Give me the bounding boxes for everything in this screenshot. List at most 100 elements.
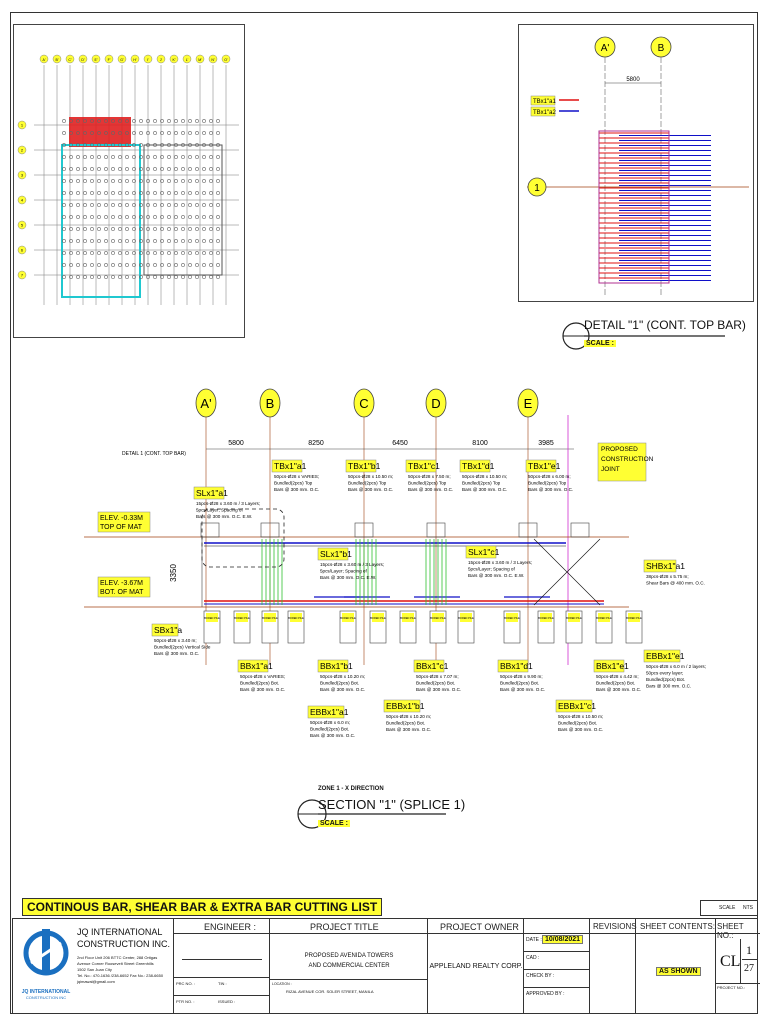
bar-tag-box	[525, 459, 557, 473]
plan-pile-mark	[181, 119, 185, 123]
pile-label: BORED PILE	[370, 616, 386, 620]
bar-note: Bars @ 300 mm. O.C. E.W.	[468, 573, 524, 578]
detail1-dim: 5800	[626, 77, 640, 83]
plan-pile-mark	[188, 251, 192, 255]
pile-label: BORED PILE	[566, 616, 582, 620]
detail1-row-bubble	[527, 177, 547, 197]
plan-pile-mark	[146, 215, 150, 219]
plan-pile-mark	[104, 191, 108, 195]
plan-pile-mark	[216, 215, 220, 219]
plan-pile-mark	[174, 191, 178, 195]
elevation-label: TOP OF MAT	[100, 524, 143, 531]
bar-note: Bars @ 300 mm. O.C. E.W.	[320, 575, 376, 580]
plan-pile-mark	[125, 119, 129, 123]
pile-label: BORED PILE	[538, 616, 554, 620]
bar-tag-box	[405, 459, 437, 473]
plan-pile-mark	[188, 143, 192, 147]
bar-note: Bundled(2pcs) Bot.	[596, 681, 635, 686]
plan-grid-bubble	[195, 54, 205, 64]
bar-note: 15pcs-Ø28 x 3.60 m / 3 Layers;	[196, 501, 260, 506]
plan-pile-mark	[125, 251, 129, 255]
bar-tag-box	[643, 649, 681, 663]
plan-pile-mark	[153, 263, 157, 267]
bar-tag-box	[555, 699, 593, 713]
plan-pile-mark	[83, 131, 87, 135]
plan-pile-mark	[62, 155, 66, 159]
plan-pile-mark	[174, 275, 178, 279]
bar-note: 15pcs-Ø28 x 3.60 m / 3 Layers;	[468, 560, 532, 565]
plan-pile-mark	[174, 131, 178, 135]
bar-note: Bars @ 300 mm. O.C. E.W.	[196, 514, 252, 519]
section-grid-label: A'	[200, 396, 211, 411]
bar-note: 5pcs/Layer; Spacing of	[320, 569, 367, 574]
section-grid-bubble	[425, 388, 447, 418]
plan-pile-mark	[209, 119, 213, 123]
plan-grid-label: 1	[21, 123, 24, 128]
plan-pile-mark	[195, 275, 199, 279]
plan-pile-mark	[188, 131, 192, 135]
plan-pile-mark	[90, 239, 94, 243]
plan-pile-mark	[111, 239, 115, 243]
bar-tag-box	[317, 547, 349, 561]
plan-grid-bubble	[143, 54, 153, 64]
plan-pile-mark	[202, 155, 206, 159]
plan-pile-mark	[69, 167, 73, 171]
location-label: LOCATION :	[272, 982, 292, 986]
plan-pile-mark	[132, 251, 136, 255]
plan-grid-label: M'	[198, 58, 202, 62]
plan-pile-mark	[153, 227, 157, 231]
bar-note: Bars @ 300 mm. O.C.	[462, 487, 507, 492]
plan-pile-mark	[195, 263, 199, 267]
plan-pile-mark	[118, 203, 122, 207]
plan-grid-label: 5	[21, 223, 24, 228]
plan-pile-mark	[216, 251, 220, 255]
plan-pile-mark	[69, 191, 73, 195]
plan-grid-bubble	[117, 54, 127, 64]
plan-pile-mark	[62, 275, 66, 279]
joint-label-box	[597, 442, 647, 482]
pile-label: BORED PILE	[504, 616, 520, 620]
plan-pile-mark	[111, 119, 115, 123]
plan-pile-mark	[104, 131, 108, 135]
pile-label: BORED PILE	[288, 616, 304, 620]
plan-pile-mark	[160, 167, 164, 171]
bar-note: 50pcs-Ø28 x 3.40 m;	[154, 638, 197, 643]
revisions-label: REVISIONS	[593, 922, 637, 931]
plan-pile-mark	[160, 215, 164, 219]
plan-pile-mark	[216, 239, 220, 243]
plan-pile-mark	[195, 131, 199, 135]
bar-note: 50pcs-Ø28 x 9.90 m;	[500, 674, 543, 679]
project-title-cell: PROJECT TITLE PROPOSED AVENIDA TOWERS AN…	[269, 919, 428, 1013]
section-dim: 5800	[228, 440, 244, 447]
plan-pile-mark	[97, 179, 101, 183]
elevation-label-box	[97, 576, 151, 598]
bar-tag-box	[497, 659, 529, 673]
plan-pile-mark	[209, 191, 213, 195]
approvals-cell: DATE : 10/08/2021 CAD : CHECK BY : APPRO…	[523, 919, 590, 1013]
plan-pile-mark	[111, 167, 115, 171]
plan-pile-mark	[216, 143, 220, 147]
plan-pile-mark	[146, 203, 150, 207]
plan-grid-bubble	[104, 54, 114, 64]
pile-tag	[598, 613, 610, 622]
plan-pile-mark	[62, 167, 66, 171]
plan-pile-mark	[195, 167, 199, 171]
plan-grid-bubble	[17, 220, 27, 230]
plan-pile-mark	[83, 155, 87, 159]
detail1-legend-tag	[530, 95, 556, 106]
plan-pile-mark	[216, 227, 220, 231]
address-line: Avenue Corner Roosevelt Street Greenhill…	[77, 961, 154, 966]
plan-pile-mark	[160, 251, 164, 255]
issued-label: ISSUED :	[218, 999, 236, 1004]
plan-grid-label: C'	[68, 58, 72, 62]
plan-pile-mark	[139, 191, 143, 195]
plan-pile-mark	[153, 179, 157, 183]
plan-pile-mark	[209, 239, 213, 243]
company-logo: JQ INTERNATIONAL CONSTRUCTION INC	[17, 923, 75, 1011]
plan-pile-mark	[146, 167, 150, 171]
plan-pile-mark	[139, 119, 143, 123]
plan-pile-mark	[125, 179, 129, 183]
bar-note: Bars @ 300 mm. O.C.	[558, 727, 603, 732]
plan-pile-mark	[139, 155, 143, 159]
plan-pile-mark	[160, 191, 164, 195]
